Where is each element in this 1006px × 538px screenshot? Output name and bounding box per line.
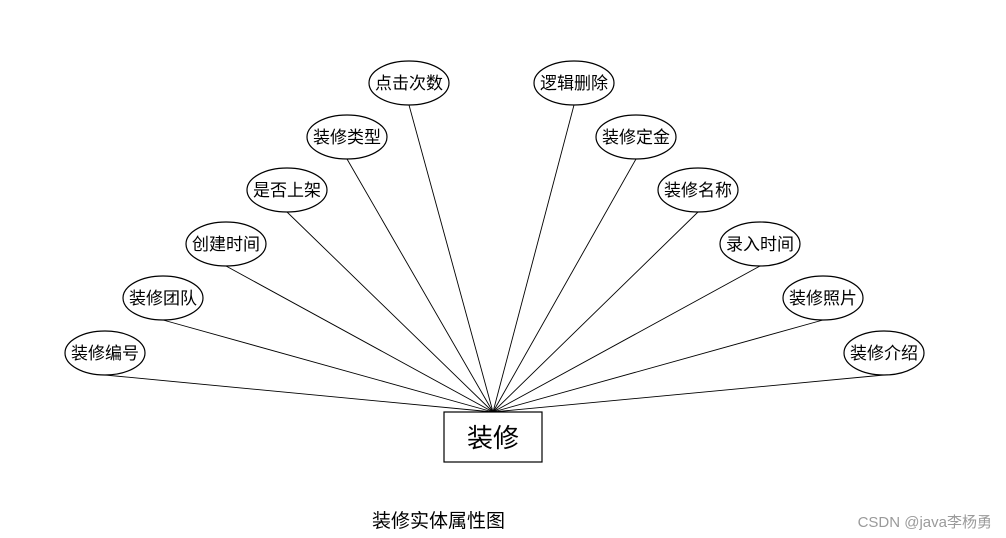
attribute-label: 装修介绍 xyxy=(850,344,918,363)
attribute-node: 装修定金 xyxy=(595,114,677,160)
attribute-node: 装修介绍 xyxy=(843,330,925,376)
edge-attr-0 xyxy=(104,374,494,413)
attribute-ellipse xyxy=(306,114,388,160)
attributes-group: 装修编号 装修团队 创建时间 是否上架 装修类型 点击次数 逻辑删除装修定金装修名称录入时间… xyxy=(64,60,925,376)
attribute-label: 装修定金 xyxy=(602,128,670,147)
edge-attr-7 xyxy=(492,158,637,413)
attribute-ellipse xyxy=(246,167,328,213)
attribute-ellipse xyxy=(533,60,615,106)
attribute-ellipse xyxy=(843,330,925,376)
attribute-label: 装修照片 xyxy=(789,289,857,308)
attribute-ellipse xyxy=(657,167,739,213)
attribute-label: 装修团队 xyxy=(129,289,197,308)
attribute-label: 点击次数 xyxy=(375,74,443,93)
attribute-node: 录入时间 xyxy=(719,221,801,267)
entity-label: 装修 xyxy=(467,423,519,453)
attribute-label: 是否上架 xyxy=(253,181,321,200)
attribute-ellipse xyxy=(782,275,864,321)
attribute-label: 装修类型 xyxy=(313,128,381,147)
attribute-label: 逻辑删除 xyxy=(540,74,608,93)
attribute-label: 装修名称 xyxy=(664,181,732,200)
attribute-node: 装修照片 xyxy=(782,275,864,321)
edges-group xyxy=(104,104,885,413)
edge-attr-8 xyxy=(492,211,699,413)
edge-attr-4 xyxy=(346,158,494,413)
attribute-label: 创建时间 xyxy=(192,235,260,254)
attribute-node: 装修名称 xyxy=(657,167,739,213)
edge-attr-2 xyxy=(225,265,494,413)
attribute-ellipse xyxy=(185,221,267,267)
edge-attr-5 xyxy=(408,104,494,413)
attribute-node: 装修团队 xyxy=(122,275,204,321)
edge-attr-6 xyxy=(492,104,575,413)
attribute-ellipse xyxy=(595,114,677,160)
attribute-node: 装修类型 xyxy=(306,114,388,160)
watermark: CSDN @java李杨勇 xyxy=(857,514,992,531)
edge-attr-10 xyxy=(492,319,824,413)
edge-attr-9 xyxy=(492,265,761,413)
attribute-ellipse xyxy=(368,60,450,106)
attribute-node: 逻辑删除 xyxy=(533,60,615,106)
attribute-label: 录入时间 xyxy=(726,235,794,254)
attribute-label: 装修编号 xyxy=(71,344,139,363)
attribute-ellipse xyxy=(122,275,204,321)
attribute-ellipse xyxy=(64,330,146,376)
attribute-node: 点击次数 xyxy=(368,60,450,106)
edge-attr-11 xyxy=(492,374,885,413)
attribute-node: 装修编号 xyxy=(64,330,146,376)
entity-node: 装修 xyxy=(443,411,543,463)
edge-attr-3 xyxy=(286,211,494,413)
entity-box xyxy=(443,411,543,463)
edge-attr-1 xyxy=(162,319,494,413)
attribute-node: 是否上架 xyxy=(246,167,328,213)
attribute-node: 创建时间 xyxy=(185,221,267,267)
figure-caption: 装修实体属性图 xyxy=(372,511,506,532)
attribute-ellipse xyxy=(719,221,801,267)
